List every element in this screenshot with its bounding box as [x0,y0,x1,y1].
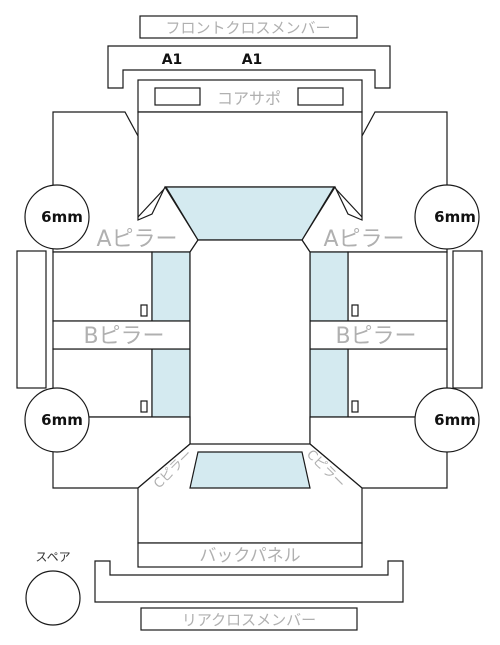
left-rocker-panel [16,250,47,389]
back-panel-label: バックパネル [199,546,300,566]
tire-front-right [414,184,480,250]
front-cross-member-label: フロントクロスメンバー [165,19,330,37]
core-support-label: コアサポ [217,89,281,108]
b-pillar-right-label: Bピラー [335,324,416,349]
a-pillar-left-label: Aピラー [96,227,177,252]
front-bumper-bracket [107,45,391,89]
rear-cross-member-box [140,607,358,631]
b-pillar-left-label: Bピラー [83,324,164,349]
tire-rear-left-label: 6mm [41,411,83,429]
left-front-door [52,251,153,322]
right-front-door [347,251,448,322]
tire-front-left [24,184,90,250]
back-panel [137,542,363,568]
tire-rear-left [24,387,90,453]
spare-tire [25,570,81,626]
roof-panel [189,239,311,453]
right-front-door-handle [351,304,359,317]
a1-right-label: A1 [242,52,263,68]
b-pillar-left [52,320,191,350]
left-rear-window [151,348,191,418]
tire-rear-right-label: 6mm [434,411,476,429]
core-support-left-slot [154,87,201,106]
tire-front-right-label: 6mm [434,208,476,226]
right-rocker-panel [452,250,483,389]
right-rear-window [309,348,349,418]
spare-label: スペア [35,550,70,564]
left-front-door-handle [140,304,148,317]
left-rear-door-handle [140,400,148,413]
a-pillar-right-label: Aピラー [323,227,404,252]
left-front-window [151,251,191,322]
rear-windshield-glass [189,451,311,489]
right-rear-door-handle [351,400,359,413]
a1-left-label: A1 [162,52,183,68]
front-cross-member-box [139,15,358,39]
rear-bumper-bracket [94,560,404,603]
tire-rear-right [414,387,480,453]
core-support-right-slot [297,87,344,106]
right-front-window [309,251,349,322]
tire-front-left-label: 6mm [41,208,83,226]
rear-cross-member-label: リアクロスメンバー [182,611,316,629]
